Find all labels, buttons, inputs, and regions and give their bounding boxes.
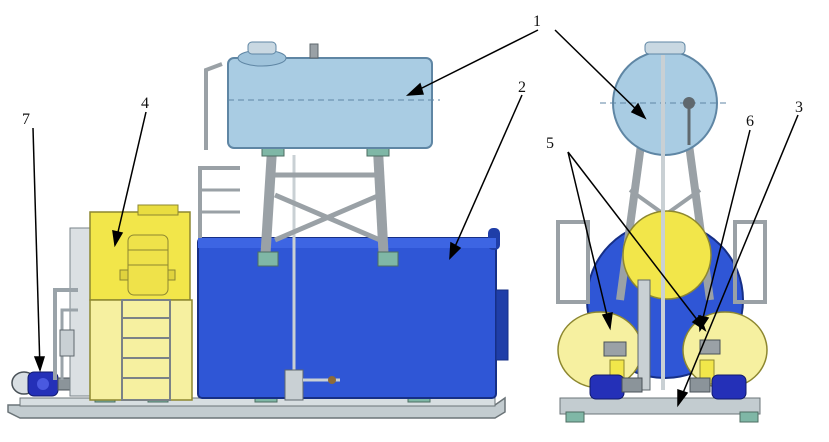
upper-tank — [227, 41, 440, 149]
end-view — [556, 41, 768, 423]
label-2: 2 — [518, 79, 526, 96]
main-tank — [197, 155, 509, 401]
label-5: 5 — [546, 135, 554, 152]
label-1: 1 — [533, 13, 541, 30]
side-view — [7, 41, 509, 419]
heater-cabinet — [53, 204, 193, 401]
label-4: 4 — [141, 95, 149, 112]
label-3: 3 — [795, 99, 803, 116]
callouts — [32, 29, 799, 408]
pump-motor — [11, 371, 73, 397]
upper-tank-end — [600, 41, 730, 390]
pump-motors-end — [589, 374, 747, 400]
label-6: 6 — [746, 113, 754, 130]
label-7: 7 — [22, 111, 30, 128]
